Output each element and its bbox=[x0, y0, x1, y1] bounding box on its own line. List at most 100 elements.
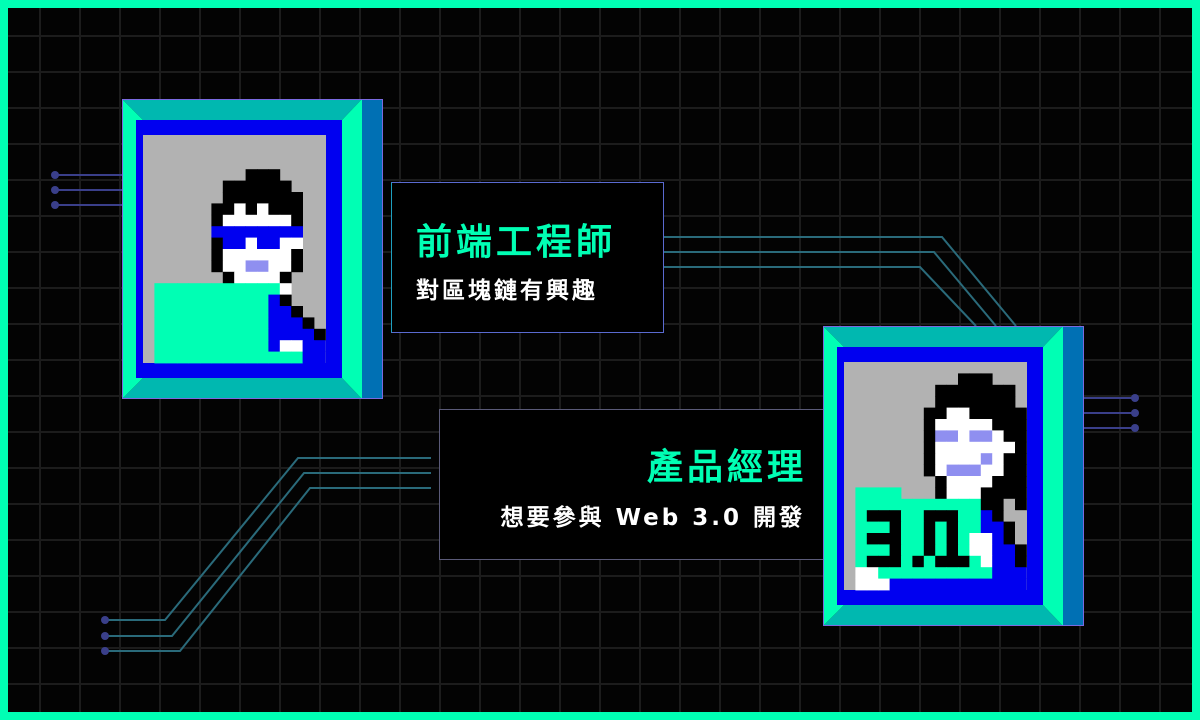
pixel bbox=[257, 203, 269, 216]
pixel bbox=[257, 351, 269, 364]
pixel bbox=[1003, 498, 1016, 511]
pixel bbox=[969, 544, 982, 557]
pixel bbox=[958, 533, 970, 545]
pixel bbox=[878, 521, 890, 534]
pixel bbox=[958, 384, 970, 397]
pixel bbox=[200, 351, 212, 364]
pixel bbox=[279, 226, 292, 238]
pixel bbox=[245, 203, 258, 216]
pixel bbox=[866, 521, 879, 534]
pixel bbox=[1015, 464, 1027, 477]
pixel bbox=[946, 555, 959, 568]
pixel bbox=[1015, 498, 1027, 511]
pixel bbox=[969, 373, 982, 386]
pixel bbox=[188, 351, 201, 364]
pixel bbox=[866, 533, 879, 545]
pixel bbox=[889, 521, 902, 534]
pixel bbox=[234, 180, 246, 193]
pixel bbox=[1003, 567, 1016, 579]
pixel bbox=[268, 237, 281, 250]
pixel bbox=[314, 328, 326, 341]
pixel bbox=[222, 237, 235, 250]
frame-outline bbox=[122, 99, 383, 399]
pixel bbox=[992, 396, 1004, 408]
pixel bbox=[923, 578, 936, 591]
pixel bbox=[165, 328, 178, 341]
pixel bbox=[211, 203, 224, 216]
pixel bbox=[935, 407, 947, 420]
pixel bbox=[222, 214, 235, 227]
pixel bbox=[923, 555, 936, 568]
pixel bbox=[958, 373, 970, 386]
pixel bbox=[980, 567, 993, 579]
pixel bbox=[992, 555, 1004, 568]
wire-dot-icon bbox=[1131, 394, 1139, 402]
pixel bbox=[211, 306, 224, 318]
pixel bbox=[969, 453, 982, 465]
pixel bbox=[314, 340, 326, 352]
pixel bbox=[935, 555, 947, 568]
wire-dot-icon bbox=[51, 201, 59, 209]
pixel bbox=[200, 328, 212, 341]
pixel bbox=[912, 510, 925, 522]
pixel bbox=[958, 544, 970, 557]
pixel bbox=[291, 249, 303, 261]
pixel bbox=[901, 578, 913, 591]
pixel bbox=[257, 340, 269, 352]
pixel bbox=[878, 533, 890, 545]
pixel bbox=[935, 419, 947, 431]
pixel bbox=[992, 510, 1004, 522]
pixel bbox=[866, 498, 879, 511]
pixel bbox=[200, 306, 212, 318]
pixel bbox=[188, 283, 201, 295]
wire-dot-icon bbox=[51, 171, 59, 179]
pixel bbox=[234, 226, 246, 238]
pixel bbox=[866, 567, 879, 579]
pixel bbox=[200, 340, 212, 352]
wire bbox=[105, 457, 431, 621]
pixel bbox=[958, 510, 970, 522]
frame-bevel bbox=[122, 378, 362, 399]
pixel bbox=[268, 203, 281, 216]
pixel bbox=[866, 578, 879, 591]
pixel bbox=[268, 192, 281, 204]
pixel bbox=[1003, 441, 1016, 454]
pixel bbox=[245, 294, 258, 307]
pixel bbox=[969, 407, 982, 420]
pixel bbox=[268, 249, 281, 261]
pixel bbox=[946, 544, 959, 557]
pixel bbox=[958, 407, 970, 420]
frame-bevel bbox=[823, 605, 1063, 626]
pixel bbox=[222, 340, 235, 352]
pixel bbox=[980, 533, 993, 545]
pixel bbox=[234, 317, 246, 330]
pixel bbox=[980, 453, 993, 465]
pixel bbox=[268, 260, 281, 273]
wire-dot-icon bbox=[1131, 409, 1139, 417]
pixel bbox=[958, 396, 970, 408]
pixel bbox=[992, 464, 1004, 477]
pixel bbox=[1003, 464, 1016, 477]
pixel bbox=[291, 340, 303, 352]
pixel bbox=[946, 430, 959, 443]
pixel bbox=[935, 441, 947, 454]
pixel bbox=[222, 271, 235, 284]
pixel bbox=[245, 260, 258, 273]
role-subtitle: 想要參與 Web 3.0 開發 bbox=[500, 505, 805, 531]
pixel bbox=[177, 328, 189, 341]
pixel bbox=[245, 169, 258, 181]
pixel bbox=[992, 476, 1004, 488]
pixel bbox=[980, 555, 993, 568]
pixel bbox=[912, 498, 925, 511]
pixel bbox=[268, 294, 281, 307]
pixel bbox=[935, 430, 947, 443]
pixel bbox=[257, 214, 269, 227]
pixel bbox=[1003, 544, 1016, 557]
pixel bbox=[222, 283, 235, 295]
pixel bbox=[234, 283, 246, 295]
pixel bbox=[889, 487, 902, 500]
pixel bbox=[855, 533, 868, 545]
role-title: 前端工程師 bbox=[416, 222, 617, 263]
pixel bbox=[901, 521, 913, 534]
pixel bbox=[935, 487, 947, 500]
